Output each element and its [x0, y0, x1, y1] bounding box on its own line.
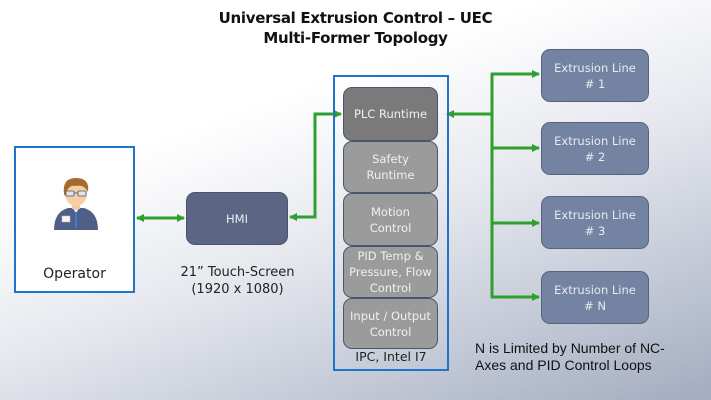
module-label: PLC Runtime [353, 107, 428, 121]
extrusion-label: Extrusion Line [554, 207, 636, 222]
module-motion-control[interactable]: Motion Control [343, 193, 438, 246]
module-label: Runtime [366, 168, 415, 182]
diagram-title: Universal Extrusion Control – UEC [218, 9, 493, 27]
hmi-label: HMI [226, 211, 248, 226]
module-label: Safety [372, 152, 409, 166]
extrusion-number: # N [584, 298, 606, 313]
hmi-caption-size: 21” Touch-Screen [180, 265, 295, 280]
module-label: Pressure, Flow [349, 265, 432, 279]
hmi-caption-resolution: (1920 x 1080) [191, 282, 284, 297]
extrusion-line-2[interactable]: Extrusion Line # 2 [541, 122, 649, 175]
extrusion-number: # 1 [584, 76, 606, 91]
hmi-plc-connector [289, 110, 342, 221]
module-plc-runtime[interactable]: PLC Runtime [343, 87, 438, 141]
module-label: Control [369, 324, 412, 339]
note-line: N is Limited by Number of NC- [475, 340, 665, 356]
extrusion-line-3[interactable]: Extrusion Line # 3 [541, 196, 649, 249]
module-label: Control [369, 281, 412, 295]
module-label: PID Temp & [357, 249, 424, 263]
operator-node[interactable]: Operator [14, 146, 135, 293]
operator-label: Operator [43, 266, 106, 282]
extrusion-number: # 3 [584, 223, 606, 238]
extrusion-label: Extrusion Line [554, 133, 636, 148]
ipc-label: IPC, Intel I7 [355, 349, 427, 364]
ipc-frame [333, 75, 449, 371]
hmi-caption: 21” Touch-Screen (1920 x 1080) [165, 264, 310, 298]
module-safety-runtime[interactable]: Safety Runtime [343, 141, 438, 193]
extrusion-label: Extrusion Line [554, 60, 636, 75]
module-pid-control[interactable]: PID Temp & Pressure, Flow Control [343, 246, 438, 298]
module-label: Control [369, 220, 412, 235]
extrusion-number: # 2 [584, 149, 606, 164]
module-io-control[interactable]: Input / Output Control [343, 298, 438, 349]
note-line: Axes and PID Control Loops [475, 357, 652, 373]
diagram-subtitle: Multi-Former Topology [263, 29, 448, 47]
extrusion-label: Extrusion Line [554, 282, 636, 297]
hmi-node[interactable]: HMI [186, 192, 288, 245]
module-label: Input / Output [350, 308, 431, 323]
extrusion-line-1[interactable]: Extrusion Line # 1 [541, 49, 649, 102]
operator-avatar-icon [54, 178, 98, 230]
module-label: Motion [370, 204, 410, 219]
extrusion-line-n[interactable]: Extrusion Line # N [541, 271, 649, 324]
scaling-note: N is Limited by Number of NC- Axes and P… [475, 340, 705, 374]
